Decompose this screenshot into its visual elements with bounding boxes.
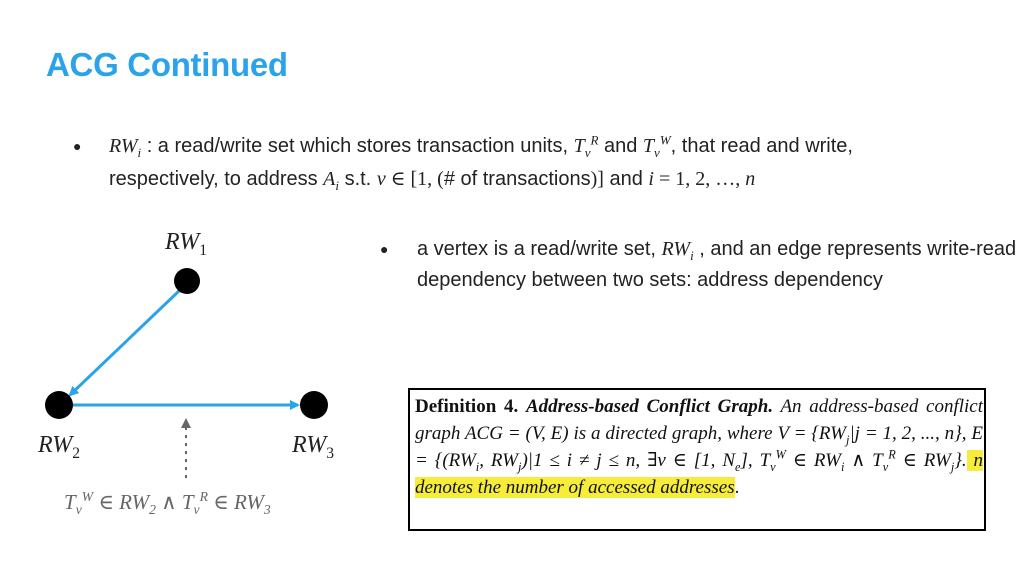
node-sub: 1 <box>199 242 207 259</box>
cap-rw-sub: 3 <box>264 502 271 517</box>
cap-and: ∧ <box>156 490 182 514</box>
node-sub: 3 <box>326 445 334 462</box>
def-acg-eq: ACG = (V, E) <box>465 423 569 444</box>
node-name: RW <box>292 432 326 458</box>
cap-w: W <box>82 489 93 504</box>
def-e: ], T <box>741 450 771 471</box>
def-v-rest: |j = 1, 2, ..., n}, <box>849 423 966 444</box>
node-name: RW <box>38 432 72 458</box>
node-label-rw1: RW1 <box>165 228 207 256</box>
dependency-caption: TvW ∈ RW2 ∧ TvR ∈ RW3 <box>64 490 271 515</box>
def-end: . <box>735 477 740 498</box>
cap-t: T <box>64 490 76 514</box>
node-rw2 <box>45 391 73 419</box>
node-rw3 <box>300 391 328 419</box>
definition-text: Definition 4. Address-based Conflict Gra… <box>415 393 983 501</box>
node-label-rw2: RW2 <box>38 431 80 459</box>
definition-label: Definition 4. <box>415 396 518 417</box>
def-e: , RW <box>479 450 518 471</box>
def-e: ∈ RW <box>786 450 841 471</box>
node-name: RW <box>165 229 199 255</box>
cap-rw-sub: 2 <box>149 502 156 517</box>
def-e-close: }. <box>954 450 966 471</box>
def-sup: R <box>888 448 896 462</box>
definition-name: Address-based Conflict Graph. <box>526 396 773 417</box>
node-rw1 <box>174 268 200 294</box>
def-sup: W <box>776 448 786 462</box>
cap-rw: RW <box>234 490 264 514</box>
edge-rw1-rw2 <box>70 290 180 395</box>
cap-rw: RW <box>119 490 149 514</box>
def-e: ∧ T <box>844 450 882 471</box>
def-sub: v <box>770 460 775 474</box>
cap-r: R <box>200 489 208 504</box>
def-body: is a directed graph, where <box>569 423 778 444</box>
cap-in: ∈ <box>208 490 234 514</box>
def-e-rest: )|1 ≤ i ≠ j ≤ n, ∃v ∈ [1, N <box>521 450 735 471</box>
def-e: ∈ RW <box>896 450 951 471</box>
def-v: V = {RW <box>777 423 846 444</box>
definition-box: Definition 4. Address-based Conflict Gra… <box>408 388 986 531</box>
cap-v: v <box>194 502 200 517</box>
cap-v: v <box>76 502 82 517</box>
node-label-rw3: RW3 <box>292 431 334 459</box>
cap-t: T <box>182 490 194 514</box>
cap-in: ∈ <box>93 490 119 514</box>
node-sub: 2 <box>72 445 80 462</box>
